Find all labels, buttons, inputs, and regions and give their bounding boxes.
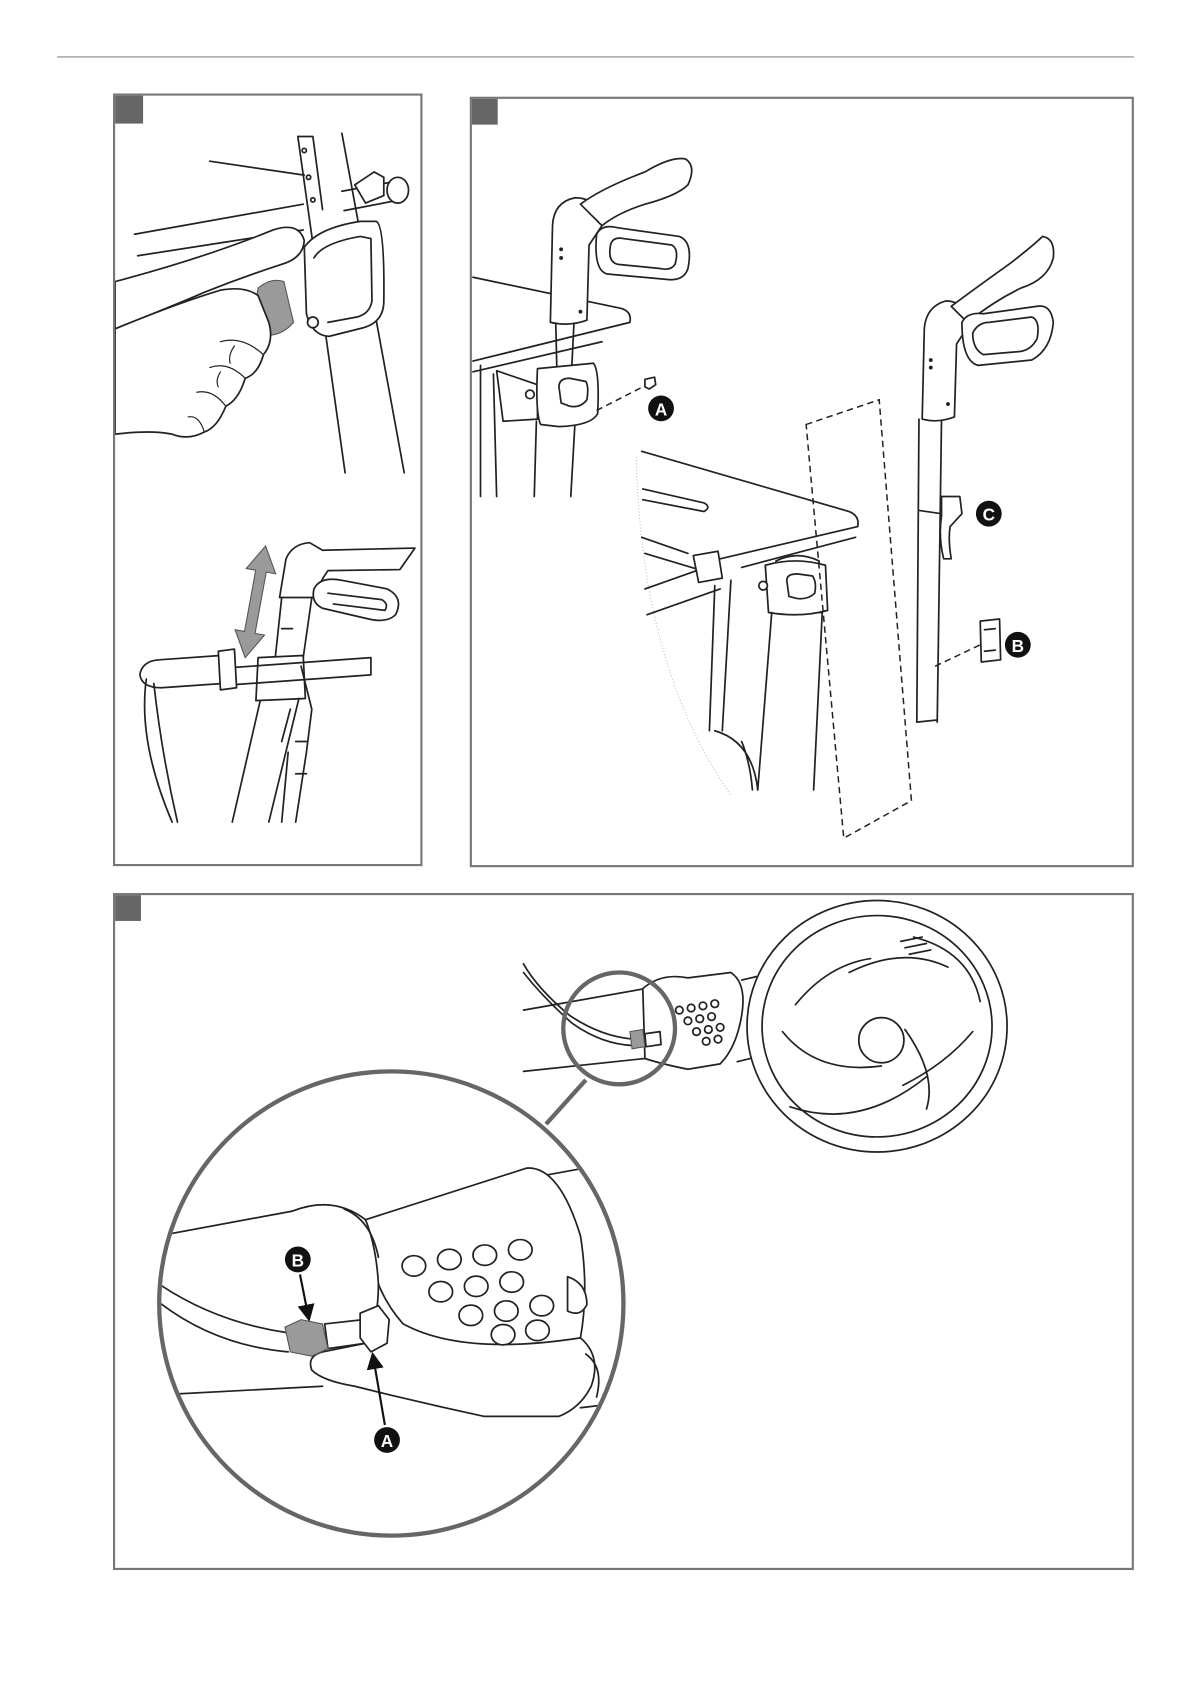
bar-clip: [355, 172, 384, 203]
grip-left: [580, 159, 691, 226]
brake-loop-slot-right: [973, 317, 1038, 355]
handle-removal-illustration: [473, 159, 1054, 839]
figure-panel-1: [114, 95, 421, 866]
grip-bracket: [218, 649, 236, 690]
wheel-hub: [859, 1018, 904, 1063]
tube-band: [919, 510, 942, 513]
screw-a: [645, 377, 656, 389]
svg-text:B: B: [292, 1251, 304, 1271]
up-down-arrow: [235, 546, 276, 658]
frame-leg: [709, 580, 757, 790]
joint-bolt: [526, 390, 535, 399]
svg-text:A: A: [655, 399, 667, 419]
part-b-path: [935, 645, 980, 666]
overview-fitting: [645, 1032, 661, 1047]
release-lever-illustration: [115, 133, 408, 473]
brake-cable: [145, 679, 178, 822]
callout-3a: A: [374, 1427, 400, 1453]
panel-2-step-box: [472, 99, 498, 125]
handle-tube-right: [917, 419, 942, 722]
left-grip: [140, 656, 223, 688]
nut-b-highlight: [285, 1320, 328, 1357]
figure-panel-3: B A: [114, 894, 1133, 1569]
screw-path-a: [597, 387, 643, 411]
callout-3b: B: [285, 1247, 311, 1273]
seat-frame-assembly: [636, 400, 911, 838]
overview-nut: [630, 1029, 645, 1048]
lower-tube-left: [534, 421, 575, 496]
part-b: [980, 619, 1000, 662]
left-frame: [481, 365, 497, 496]
magnified-detail: [159, 1161, 625, 1425]
left-handle-assembly: [473, 159, 692, 497]
bar-end-cap: [387, 177, 408, 203]
callout-2a: A: [648, 395, 674, 421]
brake-loop: [313, 579, 398, 620]
clamp-slot-centre: [787, 574, 816, 599]
upper-tube: [275, 597, 312, 657]
handle-housing-right: [922, 301, 967, 421]
clip-c: [940, 496, 962, 558]
seat-centre: [642, 451, 858, 567]
pointer-line: [210, 161, 305, 175]
tube-clip: [693, 551, 722, 582]
overview-cable: [524, 964, 635, 1046]
callout-2b: B: [1005, 632, 1031, 658]
arrow-b: [300, 1274, 309, 1317]
panel-1-step-box: [115, 96, 143, 124]
detail-cable: [159, 1284, 288, 1352]
svg-text:A: A: [381, 1431, 393, 1451]
panel-3-step-box: [115, 895, 141, 921]
right-handle-assembly: [917, 236, 1054, 722]
upper-tube-left: [556, 322, 574, 367]
wheel-assembly-overview: [524, 901, 1008, 1152]
height-adjust-illustration: [140, 543, 415, 822]
seat-slot: [643, 489, 708, 512]
detail-connector: [546, 1080, 586, 1124]
nut-a: [360, 1306, 389, 1352]
figure-panel-2: A C B: [471, 98, 1133, 866]
tube-centre: [758, 613, 822, 790]
callout-2c: C: [976, 501, 1002, 527]
svg-text:B: B: [1012, 636, 1024, 656]
bracket-pivot: [308, 317, 319, 328]
clamp-slot-left: [559, 378, 588, 406]
lower-tube: [232, 699, 299, 823]
svg-text:C: C: [983, 505, 995, 525]
joint-bolt-centre: [759, 581, 768, 590]
